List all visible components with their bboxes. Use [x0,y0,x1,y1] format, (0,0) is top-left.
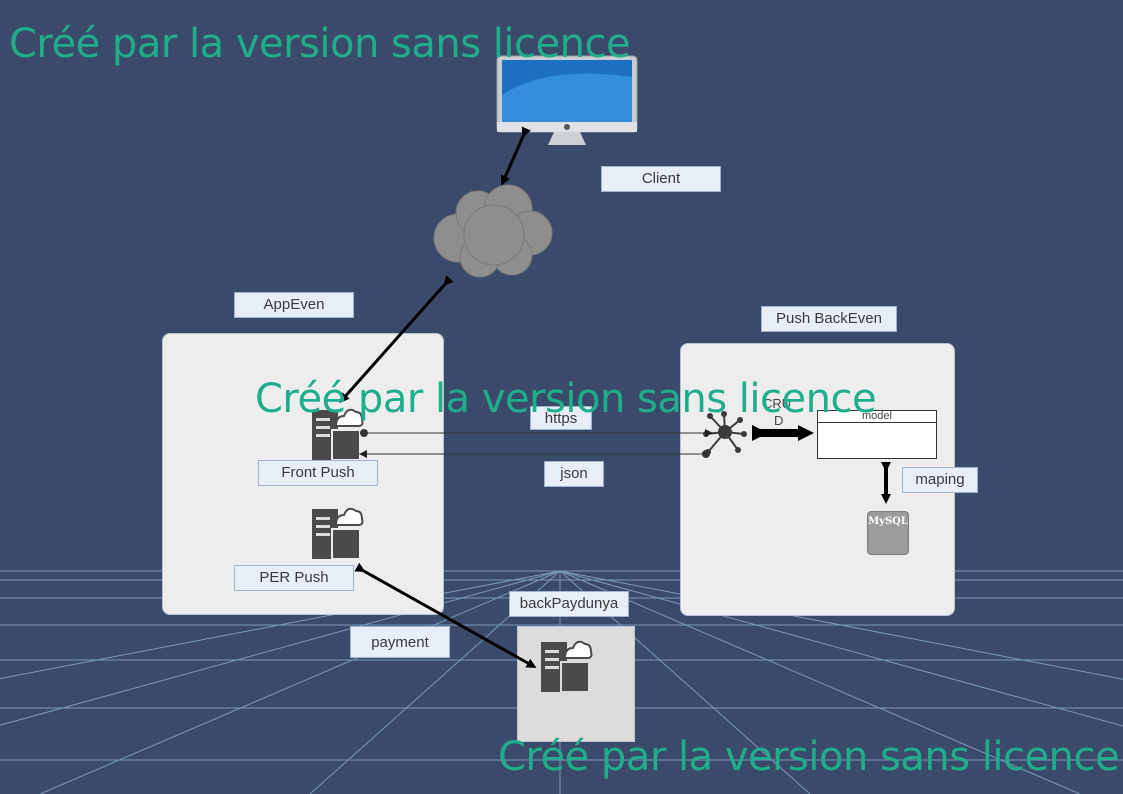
monitor-icon [496,55,638,145]
mysql-database-icon: MySQL [867,511,909,555]
mysql-label: MySQL [868,516,908,527]
cloud-icon [433,184,553,278]
backpaydunya-label: backPaydunya [509,591,629,617]
maping-label: maping [902,467,978,493]
push-backeven-label: Push BackEven [761,306,897,332]
per-push-label: PER Push [234,565,354,591]
appeven-label: AppEven [234,292,354,318]
server-icon [312,408,364,461]
json-label: json [544,461,604,487]
payment-label: payment [350,626,450,658]
watermark-bottom: Créé par la version sans licence [498,734,1120,780]
watermark-middle: Créé par la version sans licence [255,376,877,422]
client-label: Client [601,166,721,192]
server-icon [312,507,364,560]
crud-label: CRU [763,396,792,411]
server-icon [541,640,593,693]
model-title: model [818,411,936,423]
https-label: https [530,406,592,430]
crud-label-d: D [774,413,784,428]
model-box: model [817,410,937,459]
front-push-label: Front Push [258,460,378,486]
watermark-top: Créé par la version sans licence [9,21,631,67]
